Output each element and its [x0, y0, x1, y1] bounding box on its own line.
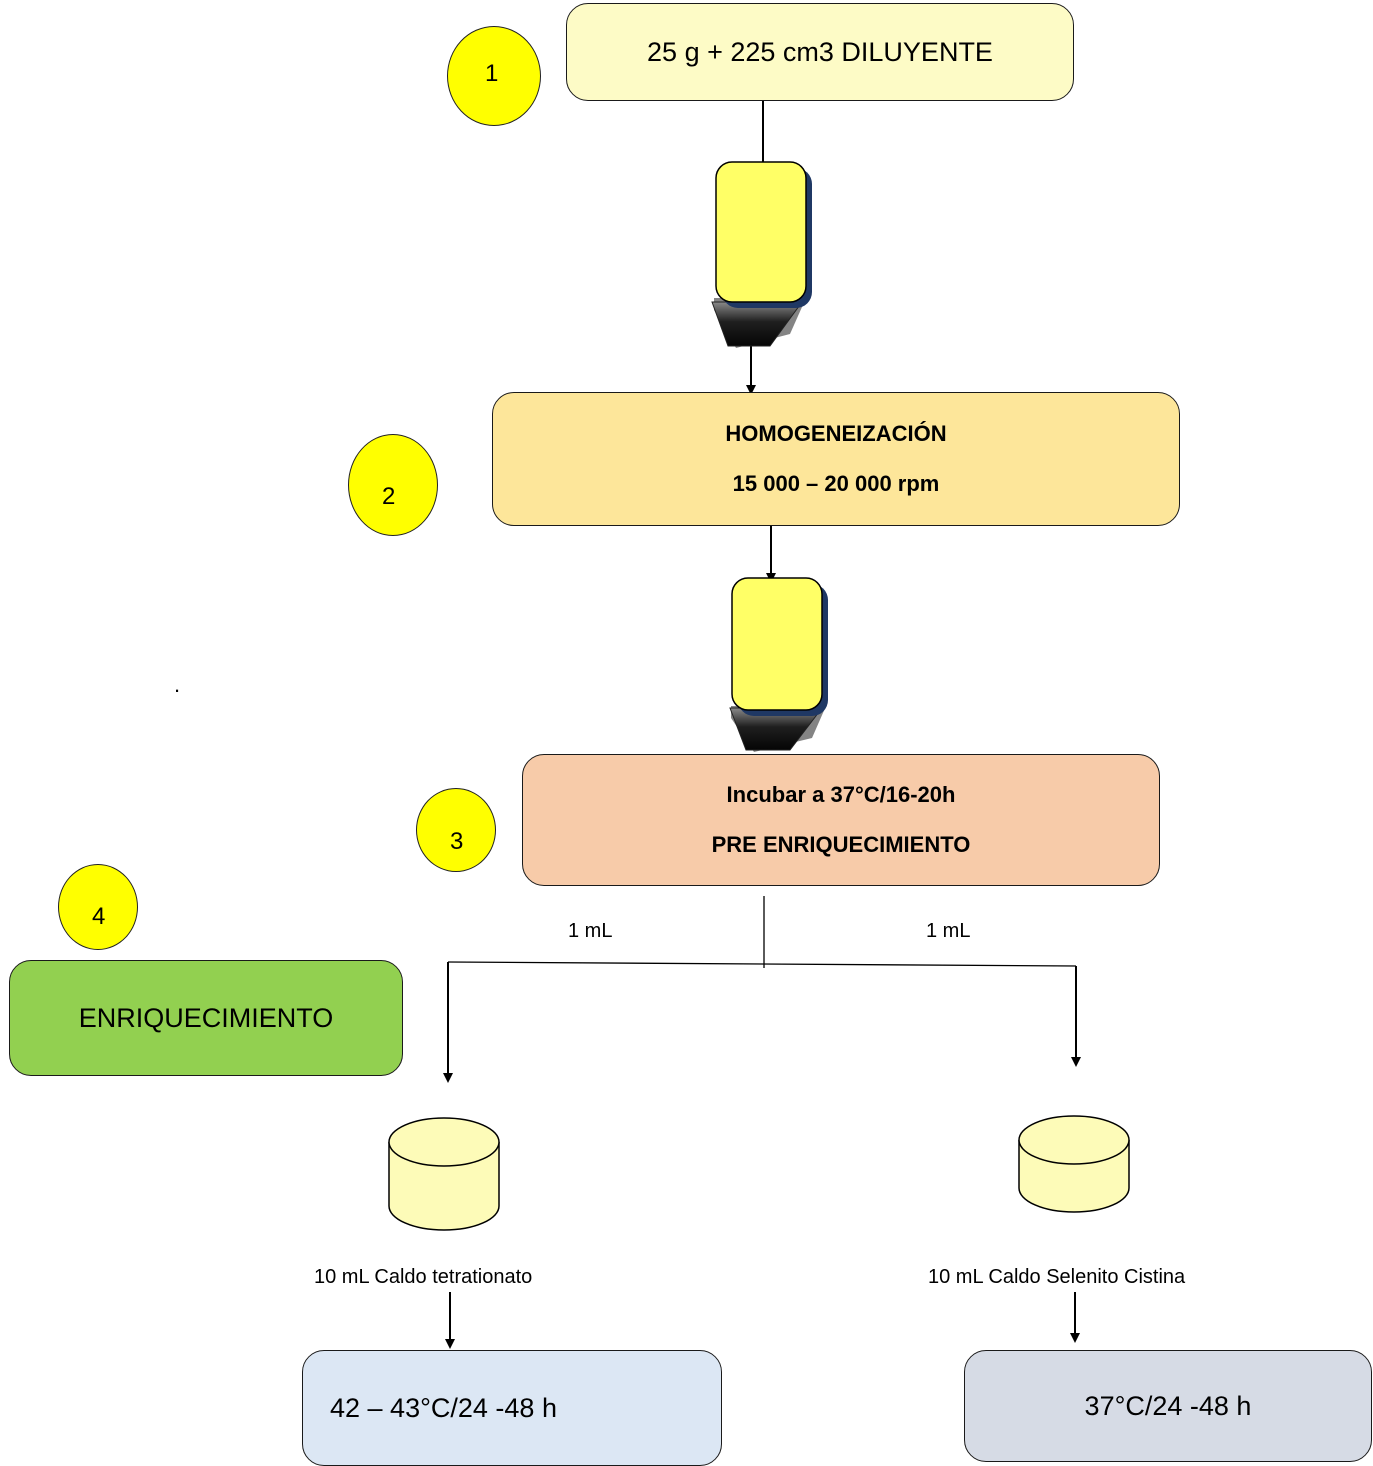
- enrichment-label: ENRIQUECIMIENTO: [78, 1002, 334, 1033]
- step-number-1: 1: [447, 26, 541, 126]
- stray-dot: .: [174, 672, 181, 697]
- enrichment-box: ENRIQUECIMIENTO: [9, 960, 403, 1076]
- selenite-incubation-text: 37°C/24 -48 h: [1084, 1390, 1252, 1421]
- tetrathionate-broth-label: 10 mL Caldo tetrationato: [314, 1266, 533, 1288]
- incubation-instruction: Incubar a 37°C/16-20h: [726, 782, 956, 807]
- step-number-3: 3: [416, 788, 496, 872]
- step-number-4: 4: [58, 864, 138, 950]
- pre-enrichment-title: PRE ENRIQUECIMIENTO: [711, 832, 971, 857]
- homogenization-title: HOMOGENEIZACIÓN: [725, 421, 947, 446]
- homogenization-box: HOMOGENEIZACIÓN 15 000 – 20 000 rpm: [492, 392, 1180, 526]
- step-number-3-label: 3: [450, 828, 464, 855]
- blender-container-icon: [711, 161, 812, 348]
- sample-dilution-text: 25 g + 225 cm3 DILUYENTE: [647, 36, 993, 67]
- step-number-4-label: 4: [92, 903, 106, 930]
- petri-dish-icon: [388, 1117, 500, 1231]
- transfer-volume-left: 1 mL: [568, 920, 613, 942]
- homogenization-speed: 15 000 – 20 000 rpm: [732, 471, 940, 496]
- transfer-volume-right: 1 mL: [926, 920, 971, 942]
- tetrathionate-incubation-box: 42 – 43°C/24 -48 h: [302, 1350, 722, 1466]
- tetrathionate-incubation-text: 42 – 43°C/24 -48 h: [330, 1392, 557, 1423]
- petri-dish-icon: [1018, 1115, 1130, 1213]
- blender-container-icon: [729, 577, 828, 752]
- sample-dilution-box: 25 g + 225 cm3 DILUYENTE: [566, 3, 1074, 101]
- selenite-incubation-box: 37°C/24 -48 h: [964, 1350, 1372, 1462]
- step-number-2: 2: [348, 434, 438, 536]
- split-horizontal-line: [447, 961, 1077, 967]
- pre-enrichment-box: Incubar a 37°C/16-20h PRE ENRIQUECIMIENT…: [522, 754, 1160, 886]
- selenite-cystine-broth-label: 10 mL Caldo Selenito Cistina: [928, 1266, 1186, 1288]
- step-number-2-label: 2: [382, 483, 396, 510]
- step-number-1-label: 1: [485, 60, 499, 87]
